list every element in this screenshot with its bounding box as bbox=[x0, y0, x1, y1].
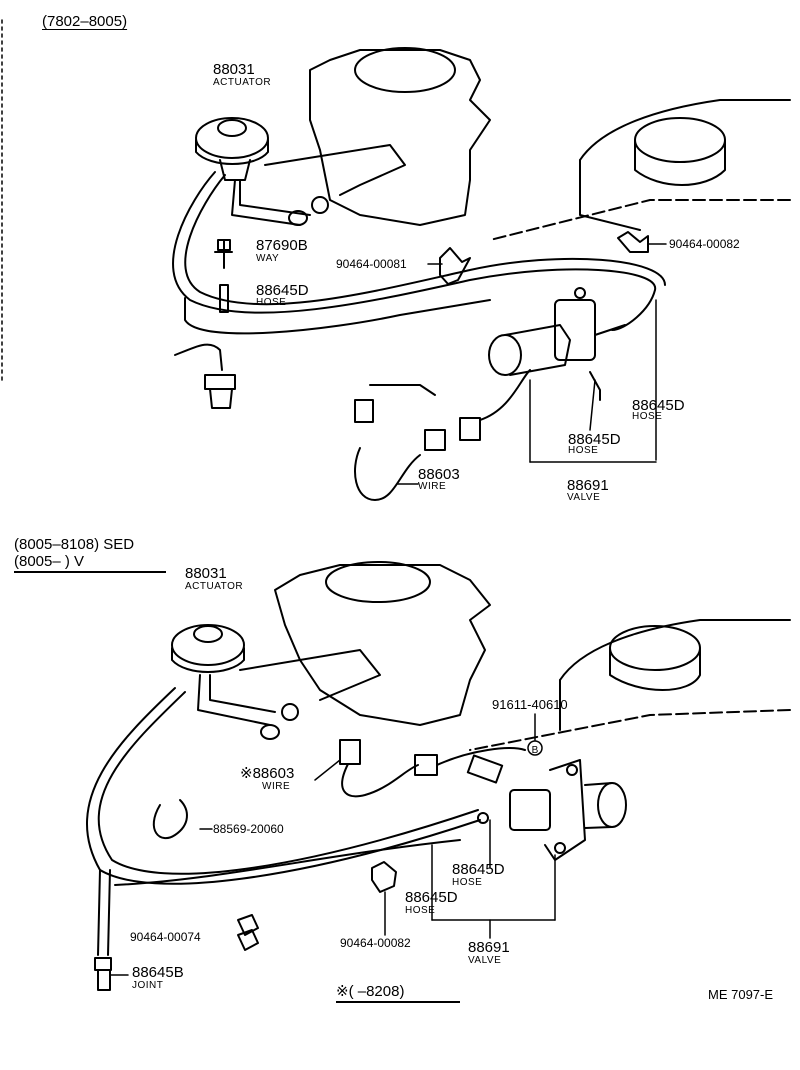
part-number-bolt: 91611-40610 bbox=[492, 697, 568, 712]
small-hose-top bbox=[219, 284, 229, 313]
bolt-callout: B bbox=[532, 745, 539, 756]
part-number-hose-1-bottom: 88645D bbox=[452, 861, 505, 878]
section-header-bottom-line1: (8005–8108) SED bbox=[14, 536, 135, 553]
part-name-hose-left-top: HOSE bbox=[256, 297, 287, 308]
joint-bottom bbox=[94, 957, 112, 991]
section-header-bottom-line2: (8005– ) V bbox=[14, 554, 166, 573]
part-name-actuator-bottom: ACTUATOR bbox=[185, 581, 244, 592]
part-number-hose-2-bottom: 88645D bbox=[405, 889, 458, 906]
part-number-actuator-top: 88031 bbox=[213, 61, 255, 78]
part-number-wire-top: 88603 bbox=[418, 466, 460, 483]
wire-bottom bbox=[339, 739, 526, 798]
valve-assembly-top bbox=[488, 287, 626, 401]
part-name-actuator-top: ACTUATOR bbox=[213, 77, 272, 88]
clamp-88569 bbox=[152, 799, 188, 840]
part-number-actuator-bottom: 88031 bbox=[185, 565, 227, 582]
part-name-valve-top: VALVE bbox=[567, 492, 601, 503]
footnote-bottom: ※( –8208) bbox=[336, 984, 460, 1003]
part-name-joint: JOINT bbox=[132, 980, 164, 991]
part-number-clamp-2-top: 90464-00082 bbox=[669, 237, 740, 251]
part-number-valve-top: 88691 bbox=[567, 477, 609, 494]
part-name-wire-top: WIRE bbox=[418, 481, 447, 492]
valve-assembly-bottom bbox=[466, 754, 627, 861]
part-number-joint: 88645B bbox=[132, 964, 184, 981]
wire-harness-top bbox=[354, 369, 531, 501]
part-name-way: WAY bbox=[256, 253, 280, 264]
way-fitting bbox=[214, 239, 233, 269]
part-number-clamp-1-top: 90464-00081 bbox=[336, 257, 407, 271]
part-name-hose-1-bottom: HOSE bbox=[452, 877, 483, 888]
vacuum-switch-top bbox=[174, 343, 236, 409]
engine-block-bottom bbox=[274, 561, 491, 726]
part-number-wire-bottom: ※88603 bbox=[240, 765, 295, 782]
air-cleaner-bottom bbox=[469, 619, 791, 751]
part-number-hose-right-top: 88645D bbox=[632, 397, 685, 414]
section-header-top: (7802–8005) bbox=[42, 13, 128, 30]
part-name-wire-bottom: WIRE bbox=[262, 781, 291, 792]
part-number-valve-bottom: 88691 bbox=[468, 939, 510, 956]
svg-text:B: B bbox=[532, 745, 539, 756]
clamp-top-1 bbox=[439, 247, 471, 285]
part-number-way: 87690B bbox=[256, 237, 308, 254]
part-number-clamp-a-bottom: 88569-20060 bbox=[213, 822, 284, 836]
clamp-bottom-82 bbox=[371, 861, 397, 893]
actuator-bottom bbox=[171, 624, 381, 740]
engine-block-top bbox=[309, 47, 491, 226]
part-number-hose-left-top: 88645D bbox=[256, 282, 309, 299]
clamp-bottom-74 bbox=[237, 914, 259, 951]
part-name-hose-right-top: HOSE bbox=[632, 411, 663, 422]
actuator-top bbox=[195, 117, 406, 226]
hose-loop-top bbox=[172, 171, 657, 331]
hose-main-bottom bbox=[86, 687, 481, 885]
part-number-hose-center-top: 88645D bbox=[568, 431, 621, 448]
air-cleaner-top bbox=[489, 99, 791, 241]
part-name-hose-center-top: HOSE bbox=[568, 445, 599, 456]
part-name-hose-2-bottom: HOSE bbox=[405, 905, 436, 916]
part-number-clamp-b-bottom: 90464-00074 bbox=[130, 930, 201, 944]
figure-code: ME 7097-E bbox=[708, 987, 774, 1002]
part-name-valve-bottom: VALVE bbox=[468, 955, 502, 966]
clamp-top-2 bbox=[617, 231, 649, 253]
part-number-clamp-c-bottom: 90464-00082 bbox=[340, 936, 411, 950]
